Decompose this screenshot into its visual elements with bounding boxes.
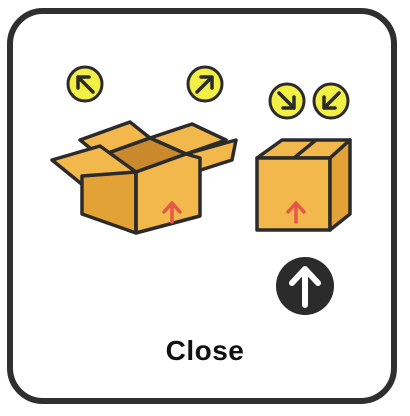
- arrow-down-right-icon: [268, 82, 306, 120]
- close-label: Close: [165, 335, 245, 366]
- open-box-icon: [50, 120, 238, 235]
- arrow-up-left-icon: [66, 65, 104, 103]
- arrow-down-left-icon: [312, 82, 350, 120]
- closed-box-icon: [255, 138, 352, 232]
- up-arrow-circle-icon: [276, 257, 334, 315]
- arrow-up-right-icon: [186, 65, 224, 103]
